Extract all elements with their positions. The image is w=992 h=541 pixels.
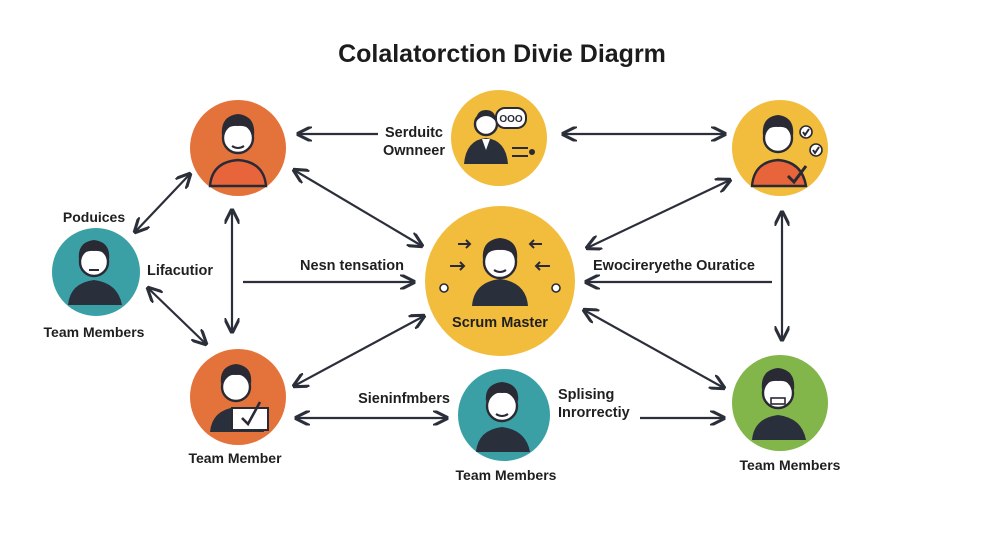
edge-labels: Serduitc Ownneer Poduices Lifacutior Nes… <box>63 125 755 421</box>
flow-arrows-icon <box>512 147 528 157</box>
node-left-team: Team Members <box>44 228 145 340</box>
node-bottom-right: Team Members <box>732 355 841 473</box>
edge-label-lifaction: Lifacutior <box>147 263 213 279</box>
person-icon <box>476 382 530 452</box>
arrow-icon <box>528 239 542 249</box>
speech-bubble-icon <box>495 107 527 129</box>
node-top-right <box>732 100 828 196</box>
scrum-master-label: Scrum Master <box>452 315 548 331</box>
edge-label-bottom-left: Sieninfmbers <box>358 391 450 407</box>
edge-label-mid-left: Nesn tensation <box>300 258 404 274</box>
product-owner-label-2: Ownneer <box>383 143 445 159</box>
node-scrum-master: Scrum Master <box>425 206 575 356</box>
edge-scrum-master-bottom-right <box>584 310 724 388</box>
edge-top-left-scrum-master <box>294 170 422 246</box>
node-top-left <box>190 100 286 196</box>
node-product-owner: OOO <box>451 90 547 186</box>
node-product-owner-circle <box>451 90 547 186</box>
edge-left-team-bottom-left <box>148 288 206 344</box>
node-bottom-left: Team Member <box>188 349 286 466</box>
edge-left-team-top-left <box>135 174 190 232</box>
arrow-icon <box>458 239 472 249</box>
arrow-icon <box>534 261 550 271</box>
edge-scrum-master-top-right <box>587 180 730 248</box>
edge-label-mid-right: Ewocireryethe Ouratice <box>593 258 755 274</box>
scrum-master-icon <box>439 238 561 306</box>
edge-bottom-left-scrum-master <box>294 316 424 386</box>
check-icon <box>241 401 262 427</box>
edge-label-bottom-right-1: Splising <box>558 387 614 403</box>
bottom-left-label: Team Member <box>188 450 282 466</box>
bottom-right-label: Team Members <box>740 457 841 473</box>
product-owner-label-1: Serduitc <box>385 125 443 141</box>
person-check-icon <box>750 115 823 188</box>
diagram-title: Colalatorction Divie Diagrm <box>338 40 666 68</box>
person-icon <box>752 368 806 440</box>
product-owner-icon: OOO <box>464 107 535 164</box>
arrow-icon <box>450 261 466 271</box>
left-team-label-above: Poduices <box>63 209 125 225</box>
person-laptop-icon <box>210 364 269 432</box>
edge-label-bottom-right-2: Inrorrectiy <box>558 405 630 421</box>
check-icon <box>786 165 808 185</box>
left-team-label: Team Members <box>44 324 145 340</box>
connections <box>135 134 782 418</box>
person-icon <box>68 240 122 305</box>
person-icon <box>208 114 268 188</box>
bottom-center-label: Team Members <box>456 467 557 483</box>
speech-bubble-text: OOO <box>499 114 523 125</box>
node-bottom-center: Team Members <box>456 369 557 483</box>
